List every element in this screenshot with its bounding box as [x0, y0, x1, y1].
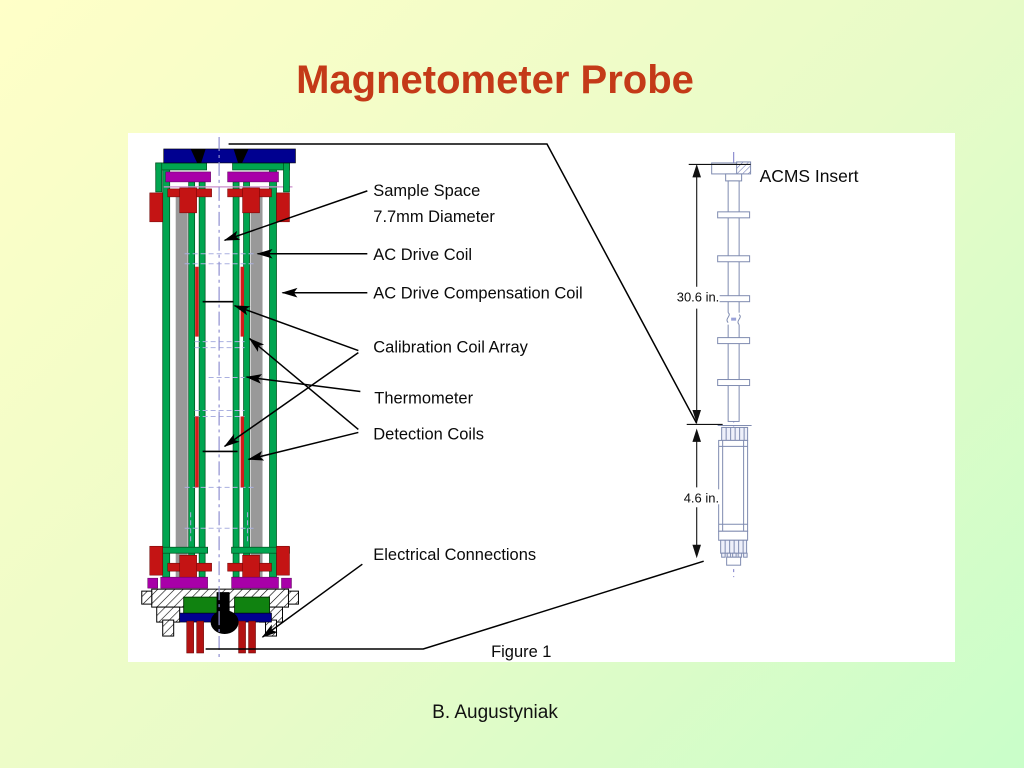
label-electrical-connections: Electrical Connections: [373, 546, 536, 564]
probe-coil-windings: [195, 266, 245, 488]
acms-insert-drawing: [711, 151, 752, 578]
magnetometer-figure: Sample Space 7.7mm Diameter AC Drive Coi…: [141, 136, 859, 661]
figure-labels: Sample Space 7.7mm Diameter AC Drive Coi…: [373, 166, 858, 661]
calibration-coil-marks: [202, 300, 238, 453]
leader-detection-lower: [247, 431, 359, 461]
label-detection-coils: Detection Coils: [373, 425, 484, 443]
probe-cross-section-drawing: [141, 136, 299, 661]
leader-electrical-connections: [261, 563, 363, 638]
label-ac-drive-compensation-coil: AC Drive Compensation Coil: [373, 285, 582, 303]
leader-calibration-lower: [223, 351, 359, 448]
label-acms-insert: ACMS Insert: [760, 166, 859, 186]
leader-detection-upper: [248, 337, 359, 431]
figure-area: Sample Space 7.7mm Diameter AC Drive Coi…: [128, 133, 955, 662]
zoom-connection-lines: [205, 143, 704, 650]
leader-lines: [223, 190, 368, 638]
author-credit: B. Augustyniak: [432, 702, 558, 723]
figure-caption: Figure 1: [491, 643, 551, 661]
probe-top-cap-assembly: [149, 148, 296, 223]
dimension-lower-value: 4.6 in.: [684, 490, 719, 505]
dimension-lines: [673, 163, 751, 559]
insert-baffles: [717, 211, 751, 387]
rod-break-symbol: [725, 312, 742, 325]
leader-calibration-upper: [233, 304, 359, 352]
slide-title: Magnetometer Probe: [296, 58, 694, 102]
probe-shading: [175, 191, 263, 578]
label-sample-space-line2: 7.7mm Diameter: [373, 208, 495, 226]
label-calibration-coil-array: Calibration Coil Array: [373, 339, 528, 357]
label-sample-space-line1: Sample Space: [373, 182, 480, 200]
probe-bottom-flange-assembly: [141, 545, 299, 654]
dimension-upper-value: 30.6 in.: [677, 290, 720, 305]
electrical-connection-pins: [186, 620, 256, 654]
leader-sample-space: [223, 190, 368, 242]
label-thermometer: Thermometer: [374, 389, 473, 407]
label-ac-drive-coil: AC Drive Coil: [373, 246, 472, 264]
